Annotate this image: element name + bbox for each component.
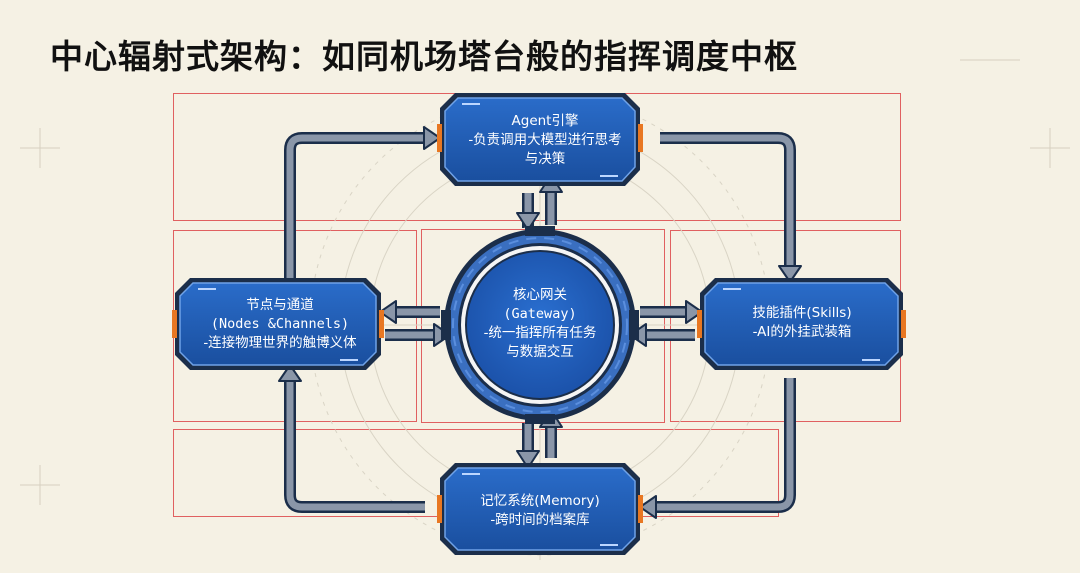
panel-agent-shape xyxy=(437,93,643,186)
panel-nodes-shape xyxy=(172,278,384,370)
agent-engine-desc-2: 与决策 xyxy=(524,151,566,167)
gateway-node: 核心网关 (Gateway) -统一指挥所有任务 与数据交互 xyxy=(470,286,610,362)
gateway-desc-2: 与数据交互 xyxy=(506,344,574,360)
background-crosshairs xyxy=(20,59,1070,505)
agent-engine-title: Agent引擎 xyxy=(511,113,579,129)
gateway-hub-shape xyxy=(441,226,639,424)
panel-memory-shape xyxy=(437,463,643,555)
agent-engine-node: Agent引擎 -负责调用大模型进行思考 与决策 xyxy=(455,112,635,169)
skills-node: 技能插件(Skills) -AI的外挂武装箱 xyxy=(707,304,897,342)
nodes-channels-node: 节点与通道 (Nodes &Channels) -连接物理世界的触博义体 xyxy=(182,296,378,353)
skills-title: 技能插件(Skills) xyxy=(752,305,852,321)
skills-desc: -AI的外挂武装箱 xyxy=(752,324,852,340)
memory-desc: -跨时间的档案库 xyxy=(490,512,590,528)
agent-engine-desc-1: -负责调用大模型进行思考 xyxy=(468,132,622,148)
gateway-title: 核心网关 xyxy=(513,287,567,303)
memory-title: 记忆系统(Memory) xyxy=(480,493,600,509)
arrow-memory-to-nodes xyxy=(284,378,425,513)
nodes-channels-subtitle: (Nodes &Channels) xyxy=(210,316,350,332)
gateway-desc-1: -统一指挥所有任务 xyxy=(483,325,597,341)
arrow-skills-to-memory xyxy=(655,378,796,513)
nodes-channels-title: 节点与通道 xyxy=(246,297,314,313)
arrow-nodes-to-agent xyxy=(284,132,425,285)
page-title: 中心辐射式架构：如同机场塔台般的指挥调度中枢 xyxy=(50,37,798,76)
nodes-channels-desc: -连接物理世界的触博义体 xyxy=(203,335,357,351)
gateway-subtitle: (Gateway) xyxy=(503,306,577,322)
panel-skills-shape xyxy=(697,278,906,370)
memory-node: 记忆系统(Memory) -跨时间的档案库 xyxy=(450,492,630,530)
